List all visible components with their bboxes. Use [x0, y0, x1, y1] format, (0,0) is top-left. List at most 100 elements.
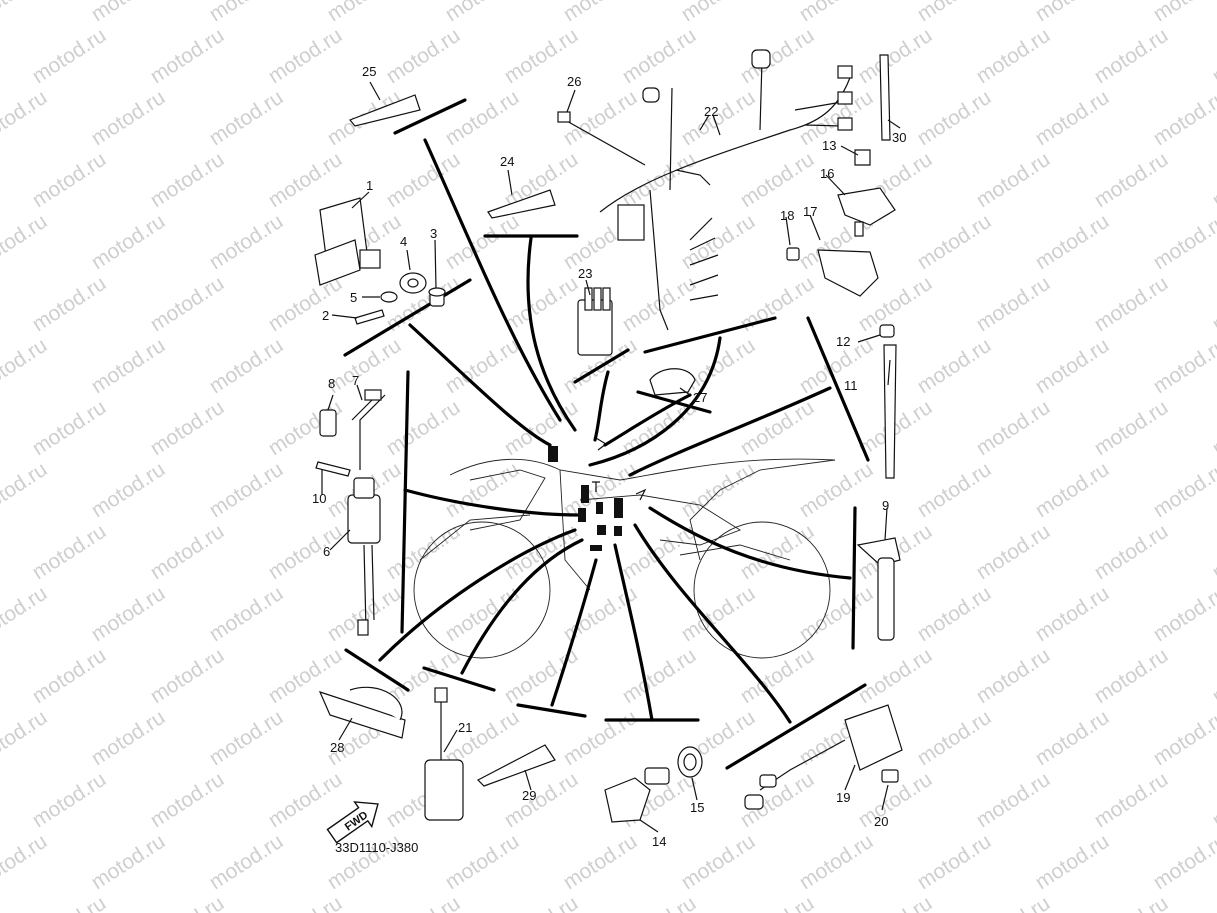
callout-5: 5: [350, 290, 357, 305]
callout-29: 29: [522, 788, 536, 803]
watermark-text: motod.ru: [972, 520, 1054, 584]
watermark-text: motod.ru: [559, 86, 641, 150]
watermark-text: motod.ru: [1208, 148, 1217, 212]
callout-leaders: [321, 81, 901, 833]
watermark-text: motod.ru: [795, 830, 877, 894]
watermark-text: motod.ru: [87, 582, 169, 646]
watermark-text: motod.ru: [1149, 830, 1217, 894]
watermark-text: motod.ru: [677, 582, 759, 646]
watermark-text: motod.ru: [205, 334, 287, 398]
watermark-text: motod.ru: [559, 0, 641, 26]
leader-lines: [378, 138, 852, 724]
watermark-text: motod.ru: [0, 458, 51, 522]
watermark-text: motod.ru: [264, 148, 346, 212]
watermark-text: motod.ru: [0, 830, 51, 894]
watermark-text: motod.ru: [1031, 210, 1113, 274]
watermark-text: motod.ru: [0, 0, 51, 26]
watermark-text: motod.ru: [618, 892, 700, 913]
watermark-text: motod.ru: [1090, 520, 1172, 584]
watermark-text: motod.ru: [87, 86, 169, 150]
watermark-text: motod.ru: [913, 334, 995, 398]
watermark-text: motod.ru: [28, 768, 110, 832]
watermark-text: motod.ru: [1149, 334, 1217, 398]
watermark-text: motod.ru: [323, 582, 405, 646]
watermark-text: motod.ru: [500, 396, 582, 460]
watermark-text: motod.ru: [795, 458, 877, 522]
watermark-text: motod.ru: [87, 0, 169, 26]
watermark-text: motod.ru: [1090, 892, 1172, 913]
group-brackets: [343, 98, 870, 770]
callout-2: 2: [322, 308, 329, 323]
callout-20: 20: [874, 814, 888, 829]
callout-13: 13: [822, 138, 836, 153]
watermark-text: motod.ru: [1031, 0, 1113, 26]
watermark-text: motod.ru: [795, 0, 877, 26]
callout-22: 22: [704, 104, 718, 119]
diagram-code: 33D1110-J380: [335, 840, 418, 855]
watermark-text: motod.ru: [441, 0, 523, 26]
watermark-text: motod.ru: [972, 768, 1054, 832]
watermark-text: motod.ru: [205, 210, 287, 274]
watermark-text: motod.ru: [1090, 644, 1172, 708]
watermark-text: motod.ru: [913, 830, 995, 894]
watermark-text: motod.ru: [28, 520, 110, 584]
callout-25: 25: [362, 64, 376, 79]
watermark-text: motod.ru: [736, 520, 818, 584]
watermark-text: motod.ru: [736, 396, 818, 460]
watermark-text: motod.ru: [913, 706, 995, 770]
watermark-text: motod.ru: [972, 644, 1054, 708]
callout-10: 10: [312, 491, 326, 506]
watermark-text: motod.ru: [264, 24, 346, 88]
callout-14: 14: [652, 834, 666, 849]
watermark-text: motod.ru: [441, 210, 523, 274]
callout-27: 27: [693, 390, 707, 405]
watermark-text: motod.ru: [441, 458, 523, 522]
watermark-text: motod.ru: [28, 148, 110, 212]
callout-8: 8: [328, 376, 335, 391]
watermark-text: motod.ru: [205, 0, 287, 26]
watermark-text: motod.ru: [1208, 24, 1217, 88]
watermark-text: motod.ru: [1208, 520, 1217, 584]
watermark-text: motod.ru: [500, 768, 582, 832]
watermark-text: motod.ru: [1208, 644, 1217, 708]
watermark-text: motod.ru: [618, 24, 700, 88]
watermark-text: motod.ru: [736, 644, 818, 708]
watermark-text: motod.ru: [1090, 24, 1172, 88]
watermark-text: motod.ru: [559, 582, 641, 646]
watermark-text: motod.ru: [1031, 86, 1113, 150]
watermark-text: motod.ru: [87, 210, 169, 274]
motorcycle-outline: [413, 458, 836, 659]
watermark-text: motod.ru: [1208, 768, 1217, 832]
watermark-text: motod.ru: [972, 272, 1054, 336]
watermark-text: motod.ru: [28, 892, 110, 913]
watermark-text: motod.ru: [1031, 334, 1113, 398]
watermark-text: motod.ru: [146, 148, 228, 212]
watermark-text: motod.ru: [0, 86, 51, 150]
watermark-text: motod.ru: [146, 272, 228, 336]
watermark-text: motod.ru: [1149, 210, 1217, 274]
callout-11: 11: [844, 378, 858, 393]
watermark-text: motod.ru: [28, 24, 110, 88]
watermark-text: motod.ru: [736, 148, 818, 212]
watermark-text: motod.ru: [854, 24, 936, 88]
callout-18: 18: [780, 208, 794, 223]
watermark-text: motod.ru: [677, 0, 759, 26]
watermark-text: motod.ru: [972, 892, 1054, 913]
callout-15: 15: [690, 800, 704, 815]
watermark-text: motod.ru: [972, 396, 1054, 460]
watermark-text: motod.ru: [205, 86, 287, 150]
watermark-text: motod.ru: [854, 644, 936, 708]
watermark-text: motod.ru: [28, 272, 110, 336]
callout-16: 16: [820, 166, 834, 181]
watermark-text: motod.ru: [1208, 892, 1217, 913]
watermark-text: motod.ru: [1090, 396, 1172, 460]
watermark-text: motod.ru: [146, 396, 228, 460]
watermark-text: motod.ru: [0, 210, 51, 274]
watermark-text: motod.ru: [87, 334, 169, 398]
callout-1: 1: [366, 178, 373, 193]
callout-30: 30: [892, 130, 906, 145]
callout-28: 28: [330, 740, 344, 755]
watermark-text: motod.ru: [264, 272, 346, 336]
callout-12: 12: [836, 334, 850, 349]
watermark-text: motod.ru: [441, 86, 523, 150]
